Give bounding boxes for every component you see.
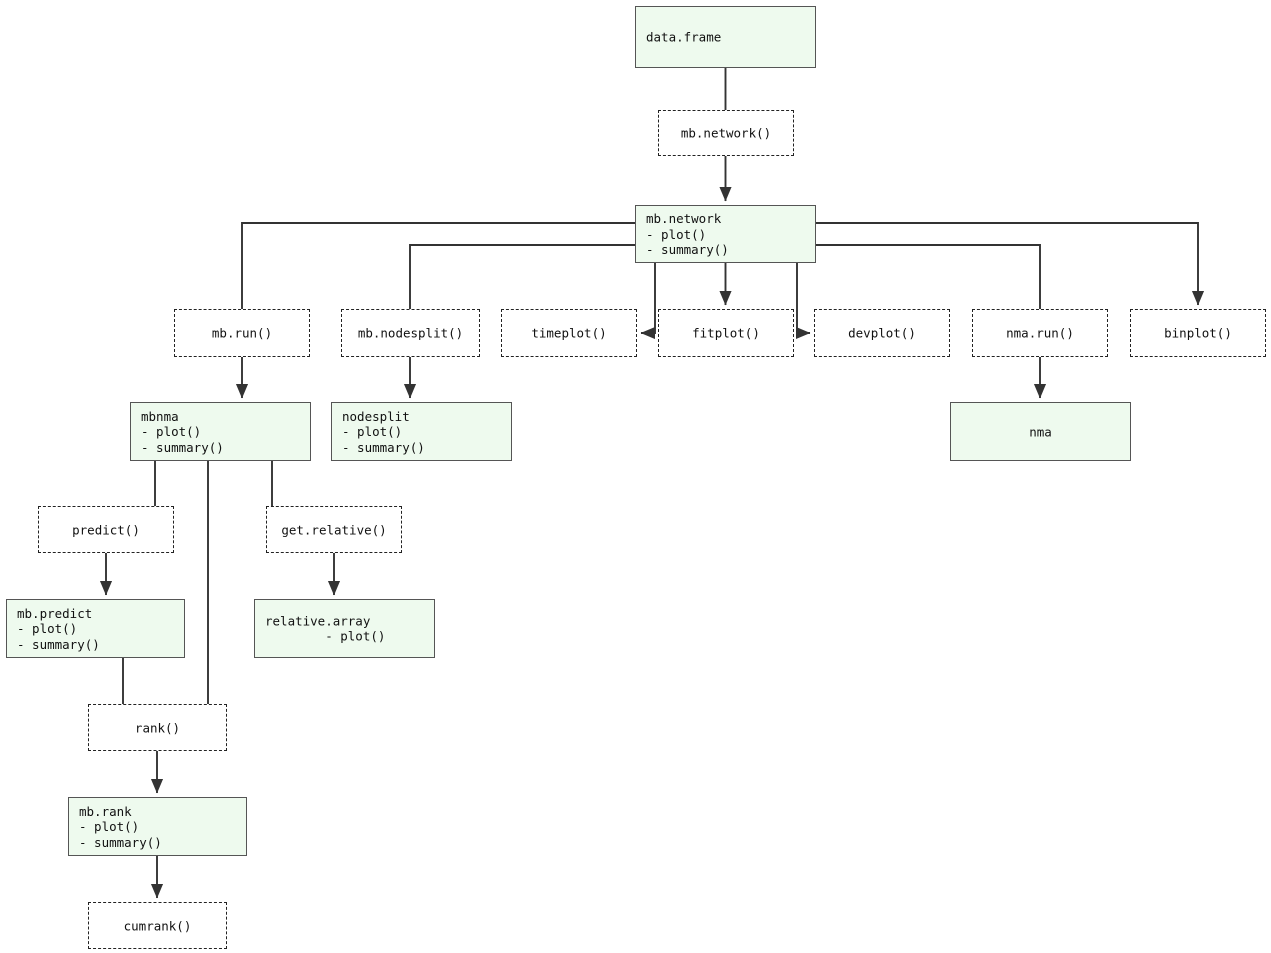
node-title: nodesplit (342, 408, 410, 424)
edge-e-mbnetwork-nodesplit (409, 244, 635, 309)
node-predict-fn[interactable]: predict() (38, 506, 174, 553)
node-label-group: rank() (89, 720, 226, 736)
node-title: nma.run() (1006, 325, 1074, 341)
edge-e-mbnetwork-timeplot (640, 263, 656, 340)
node-title: timeplot() (531, 325, 607, 341)
node-mb-predict-obj[interactable]: mb.predict- plot()- summary() (6, 599, 185, 658)
node-label-group: mb.rank- plot()- summary() (79, 803, 162, 850)
node-method: - plot() (646, 226, 707, 242)
node-label-group: devplot() (815, 325, 949, 341)
node-title: mb.network() (680, 125, 772, 141)
node-label-group: mbnma- plot()- summary() (141, 408, 224, 455)
node-label-group: nma.run() (973, 325, 1107, 341)
node-label-group: mb.predict- plot()- summary() (17, 605, 100, 652)
edge-e-mbnetwork-devplot (795, 263, 811, 340)
node-devplot-fn[interactable]: devplot() (814, 309, 950, 357)
node-label-group: mb.nodesplit() (342, 325, 479, 341)
node-nma-run-fn[interactable]: nma.run() (972, 309, 1108, 357)
node-mbnma-obj[interactable]: mbnma- plot()- summary() (130, 402, 311, 461)
node-title: data.frame (646, 29, 722, 45)
node-label-group: mb.run() (175, 325, 309, 341)
node-mb-nodesplit-fn[interactable]: mb.nodesplit() (341, 309, 480, 357)
node-fitplot-fn[interactable]: fitplot() (658, 309, 794, 357)
node-method: - summary() (17, 636, 100, 652)
node-method: - summary() (342, 439, 425, 455)
node-title: mb.network (646, 210, 722, 226)
node-title: mb.run() (211, 325, 273, 341)
node-label-group: nodesplit- plot()- summary() (342, 408, 425, 455)
node-title: binplot() (1164, 325, 1232, 341)
node-mb-run-fn[interactable]: mb.run() (174, 309, 310, 357)
node-label-group: timeplot() (502, 325, 636, 341)
node-label-group: nma (951, 424, 1130, 440)
node-title: get.relative() (281, 521, 387, 537)
node-mb-network-fn[interactable]: mb.network() (658, 110, 794, 156)
node-mb-network-obj[interactable]: mb.network- plot()- summary() (635, 205, 816, 263)
node-title: relative.array (265, 613, 371, 628)
node-title: fitplot() (692, 325, 760, 341)
node-label-group: fitplot() (659, 325, 793, 341)
node-method: - summary() (646, 241, 729, 257)
node-label-group: cumrank() (89, 918, 226, 934)
node-mb-rank-obj[interactable]: mb.rank- plot()- summary() (68, 797, 247, 856)
node-title: predict() (72, 521, 140, 537)
node-title: devplot() (848, 325, 916, 341)
node-label-group: data.frame (646, 29, 721, 45)
node-data-frame[interactable]: data.frame (635, 6, 816, 68)
node-get-relative-fn[interactable]: get.relative() (266, 506, 402, 553)
node-method: - plot() (17, 620, 78, 636)
node-label-group: mb.network() (659, 125, 793, 141)
node-title: cumrank() (123, 917, 192, 933)
node-cumrank-fn[interactable]: cumrank() (88, 902, 227, 949)
node-rank-fn[interactable]: rank() (88, 704, 227, 751)
node-title: rank() (134, 719, 181, 735)
node-title: mb.nodesplit() (357, 325, 464, 341)
node-timeplot-fn[interactable]: timeplot() (501, 309, 637, 357)
node-title: mbnma (141, 408, 179, 424)
edge-group (99, 68, 1205, 899)
edge-e-mbnetwork-nmarun (816, 244, 1041, 309)
node-relative-array-obj[interactable]: relative.array - plot() (254, 599, 435, 658)
node-nma-obj[interactable]: nma (950, 402, 1131, 461)
node-label-group: mb.network- plot()- summary() (646, 211, 729, 258)
edge-e-mbnetwork-mbrun (241, 222, 635, 309)
node-label-group: predict() (39, 522, 173, 538)
node-nodesplit-obj[interactable]: nodesplit- plot()- summary() (331, 402, 512, 461)
node-title: mb.rank (79, 803, 132, 819)
node-method: - plot() (141, 423, 202, 439)
node-method: - summary() (79, 834, 162, 850)
node-title: mb.predict (17, 605, 93, 621)
node-method: - plot() (79, 818, 140, 834)
node-label-group: relative.array - plot() (265, 613, 385, 644)
node-binplot-fn[interactable]: binplot() (1130, 309, 1266, 357)
node-method: - summary() (141, 439, 224, 455)
node-method: - plot() (342, 423, 403, 439)
node-method: - plot() (265, 628, 386, 644)
node-label-group: get.relative() (267, 522, 401, 538)
edge-e-mbnetwork-binplot (816, 222, 1205, 306)
node-label-group: binplot() (1131, 325, 1265, 341)
node-title: nma (1029, 423, 1052, 439)
